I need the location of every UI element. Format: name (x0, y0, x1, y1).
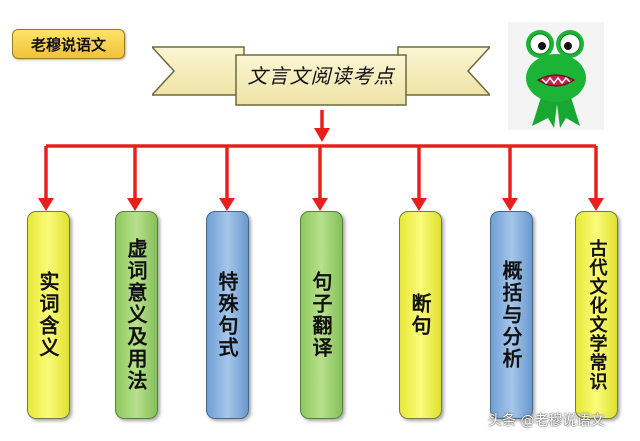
node-shici-hanyi: 实词含义 (27, 211, 70, 419)
node-label: 实词含义 (36, 271, 60, 359)
author-badge: 老穆说语文 (12, 29, 125, 59)
node-xuci-yiyi: 虚词意义及用法 (115, 211, 158, 419)
node-teshu-jushi: 特殊句式 (206, 211, 249, 419)
node-label: 句子翻译 (309, 271, 333, 359)
node-label: 虚词意义及用法 (124, 238, 148, 392)
title-banner: 文言文阅读考点 (152, 43, 490, 111)
watermark: 头条 @老穆说语文 (488, 413, 605, 429)
author-badge-label: 老穆说语文 (30, 35, 106, 54)
frog-mascot-icon (508, 22, 604, 130)
node-juzi-fanyi: 句子翻译 (300, 211, 343, 419)
node-label: 特殊句式 (215, 271, 239, 359)
node-label: 概括与分析 (499, 260, 523, 370)
node-duanju: 断句 (399, 211, 442, 419)
node-gaikuo-fenxi: 概括与分析 (490, 211, 533, 419)
scroll-banner-shape (152, 46, 490, 107)
node-gudai-wenhua: 古代文化文学常识 (575, 211, 618, 419)
node-label: 古代文化文学常识 (586, 239, 608, 391)
banner-title: 文言文阅读考点 (247, 63, 395, 88)
node-label: 断句 (408, 293, 432, 337)
